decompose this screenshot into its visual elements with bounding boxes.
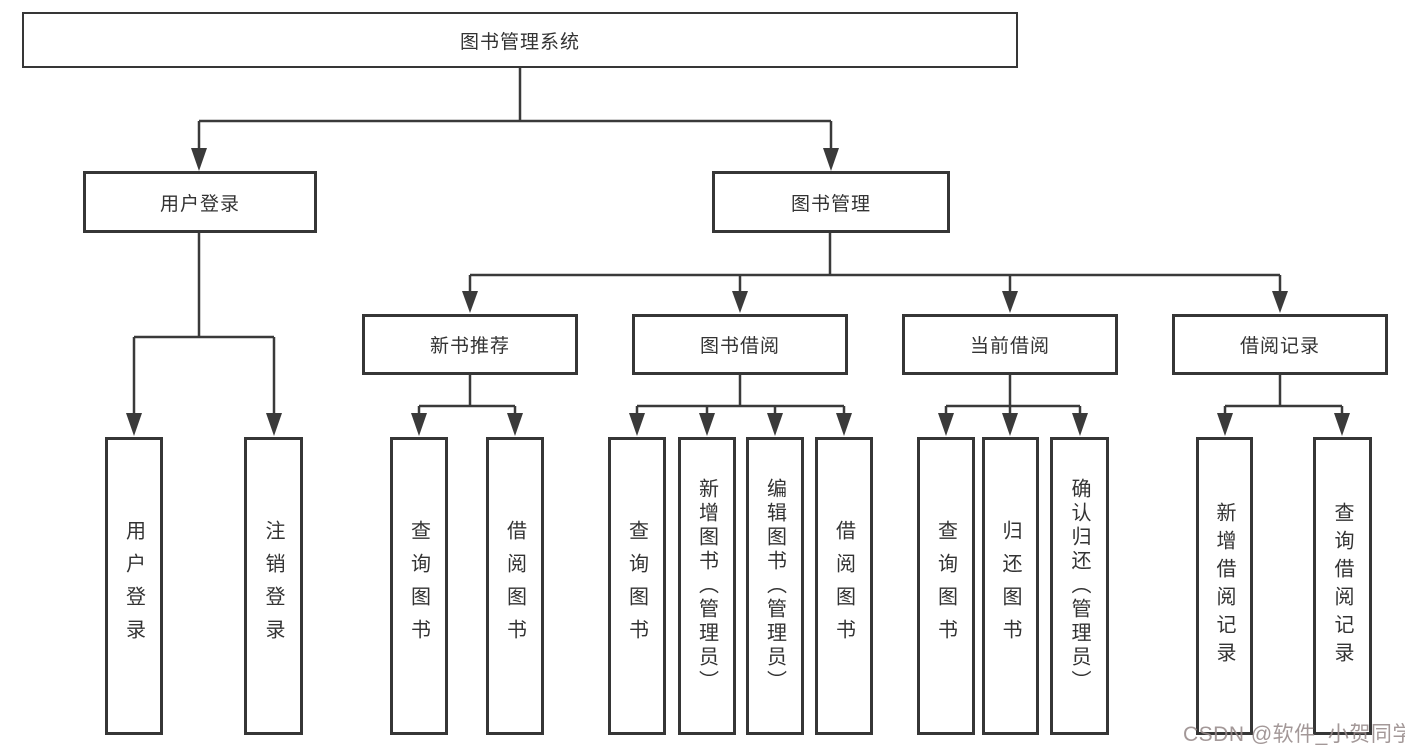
node-user-login: 用户登录: [83, 171, 317, 233]
leaf-logout: 注销登录: [244, 437, 303, 735]
leaf-add-borrow-record-label: 新增借阅记录: [1213, 502, 1235, 670]
arrowhead: [699, 413, 715, 436]
arrowhead: [1072, 413, 1088, 436]
arrowhead: [126, 413, 142, 436]
leaf-borrow-books-recommend-label: 借阅图书: [503, 520, 526, 652]
arrowhead: [1002, 291, 1018, 313]
arrowhead: [266, 413, 282, 436]
arrowhead: [629, 413, 645, 436]
arrowhead: [1272, 291, 1288, 313]
arrowhead: [411, 413, 427, 436]
leaf-add-books-admin: 新增图书（管理员）: [678, 437, 736, 735]
arrowhead: [1217, 413, 1233, 436]
arrowhead: [1002, 413, 1018, 436]
leaf-borrow-books-recommend: 借阅图书: [486, 437, 544, 735]
leaf-query-books-current: 查询图书: [917, 437, 975, 735]
arrowhead: [732, 291, 748, 313]
arrowhead: [1334, 413, 1350, 436]
arrowhead: [836, 413, 852, 436]
node-book-management-label: 图书管理: [790, 193, 871, 215]
node-current-borrowing-label: 当前借阅: [969, 336, 1050, 357]
leaf-borrow-books-borrowing: 借阅图书: [815, 437, 873, 735]
leaf-query-borrow-record: 查询借阅记录: [1313, 437, 1372, 735]
node-borrow-records: 借阅记录: [1172, 314, 1388, 375]
leaf-edit-books-admin: 编辑图书（管理员）: [746, 437, 804, 735]
leaf-borrow-books-borrowing-label: 借阅图书: [832, 520, 855, 652]
arrowhead: [507, 413, 523, 436]
leaf-query-books-recommend: 查询图书: [390, 437, 448, 735]
leaf-user-login-label: 用户登录: [122, 520, 145, 652]
node-library-system-label: 图书管理系统: [459, 31, 580, 53]
leaf-user-login: 用户登录: [105, 437, 163, 735]
leaf-edit-books-admin-label: 编辑图书（管理员）: [763, 478, 786, 694]
node-library-system: 图书管理系统: [22, 12, 1018, 68]
node-book-management: 图书管理: [712, 171, 950, 233]
leaf-query-borrow-record-label: 查询借阅记录: [1331, 502, 1353, 670]
leaf-return-books-label: 归还图书: [999, 520, 1021, 652]
leaf-confirm-return-admin: 确认归还（管理员）: [1050, 437, 1109, 735]
node-user-login-label: 用户登录: [159, 193, 240, 215]
node-new-book-recommend-label: 新书推荐: [429, 336, 510, 357]
leaf-query-books-borrowing: 查询图书: [608, 437, 666, 735]
node-current-borrowing: 当前借阅: [902, 314, 1118, 375]
arrowhead: [191, 148, 207, 171]
leaf-confirm-return-admin-label: 确认归还（管理员）: [1068, 478, 1090, 694]
node-borrow-records-label: 借阅记录: [1239, 336, 1320, 357]
leaf-query-books-recommend-label: 查询图书: [407, 520, 430, 652]
leaf-add-books-admin-label: 新增图书（管理员）: [695, 478, 718, 694]
arrowhead: [938, 413, 954, 436]
leaf-query-books-borrowing-label: 查询图书: [625, 520, 648, 652]
arrowhead: [462, 291, 478, 313]
arrowhead: [767, 413, 783, 436]
node-book-borrowing: 图书借阅: [632, 314, 848, 375]
arrowhead: [823, 148, 839, 171]
watermark: CSDN @软件_小贺同学: [1183, 723, 1405, 746]
leaf-query-books-current-label: 查询图书: [934, 520, 957, 652]
node-new-book-recommend: 新书推荐: [362, 314, 578, 375]
leaf-logout-label: 注销登录: [262, 520, 284, 652]
leaf-add-borrow-record: 新增借阅记录: [1196, 437, 1253, 735]
leaf-return-books: 归还图书: [982, 437, 1039, 735]
node-book-borrowing-label: 图书借阅: [699, 336, 780, 357]
